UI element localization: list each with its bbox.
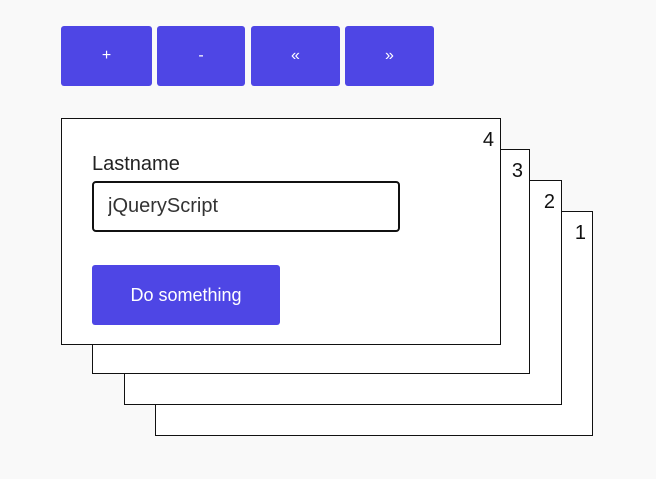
lastname-input[interactable] (92, 181, 400, 232)
card-4[interactable]: 4 Lastname Do something (61, 118, 501, 345)
do-something-button[interactable]: Do something (92, 265, 280, 325)
card-number: 2 (543, 191, 555, 213)
card-number: 3 (511, 160, 523, 182)
add-card-button[interactable]: + (61, 26, 152, 86)
card-number: 1 (574, 222, 586, 244)
card-number: 4 (482, 129, 494, 151)
previous-card-button[interactable]: « (251, 26, 340, 86)
remove-card-button[interactable]: - (157, 26, 245, 86)
lastname-label: Lastname (92, 153, 180, 175)
next-card-button[interactable]: » (345, 26, 434, 86)
